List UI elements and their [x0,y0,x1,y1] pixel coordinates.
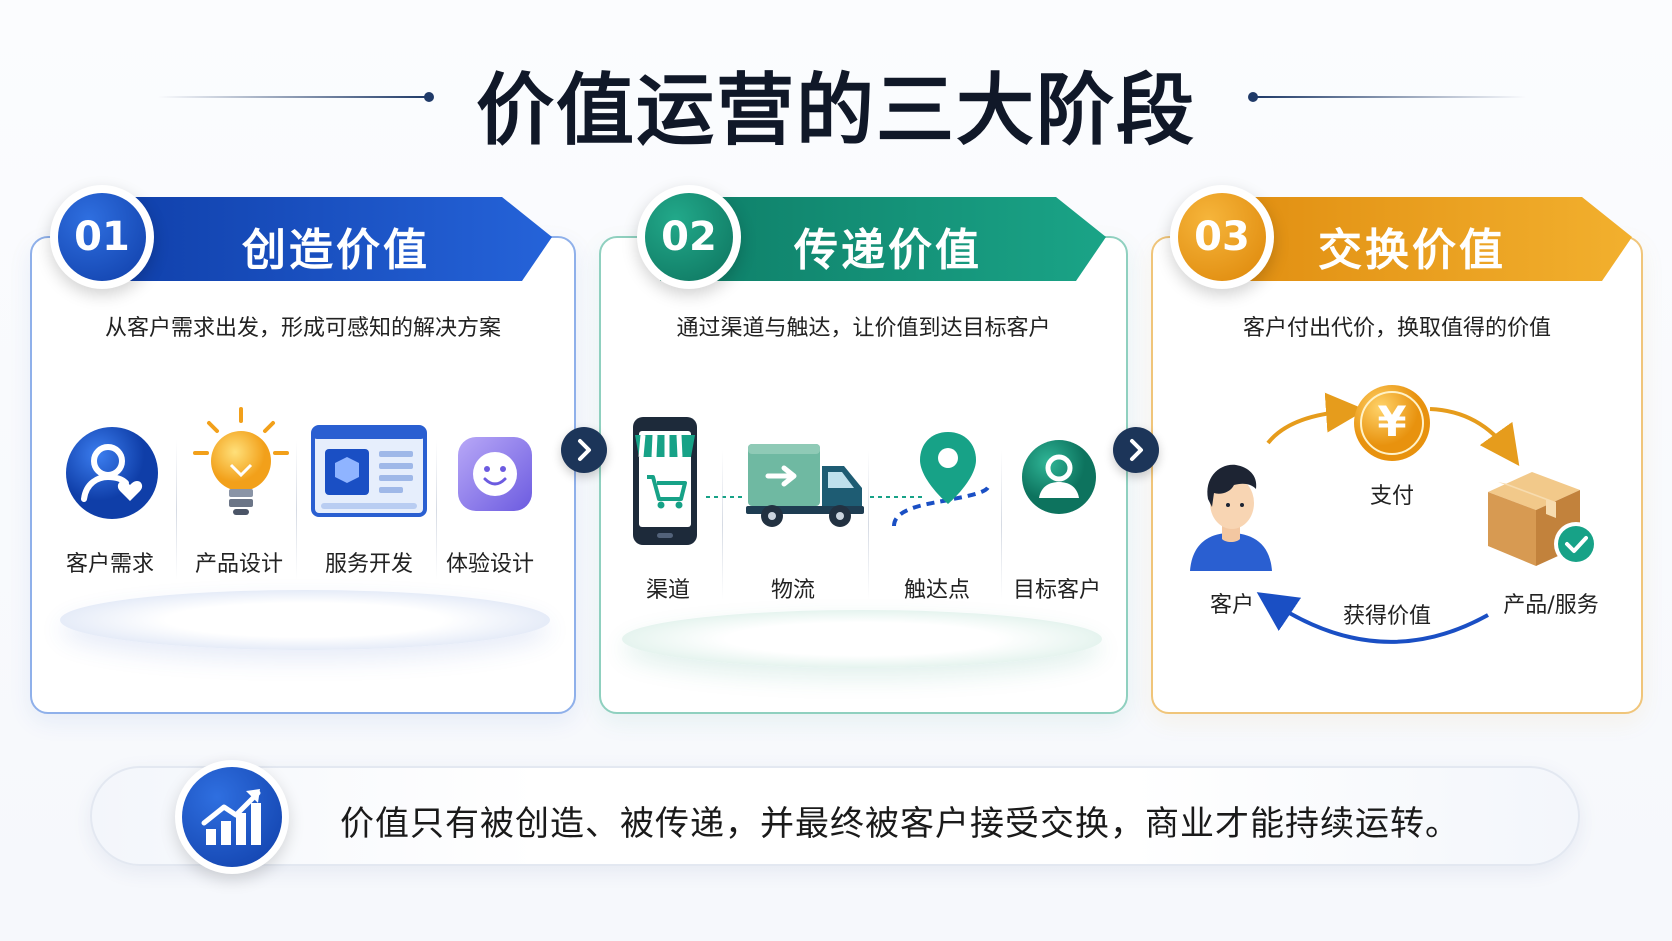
map-pin-icon [888,428,998,540]
truck-icon [746,440,868,532]
user-circle-icon [1020,438,1098,516]
next-stage-chevron-icon [1113,427,1159,473]
item-label: 物流 [770,578,815,603]
title-dot-right [1248,92,1258,102]
gain-value-label: 获得价值 [1342,604,1431,629]
lightbulb-icon [191,405,291,525]
currency-symbol: ¥ [1377,397,1407,446]
growth-chart-badge [175,760,289,874]
growth-chart-icon [201,789,261,845]
conclusion-bar [90,766,1580,866]
customer-person-icon [1186,455,1276,571]
product-service-label: 产品/服务 [1503,593,1599,618]
title-dot-left [424,92,434,102]
stage-number-badge: 01 [50,185,154,289]
divider [722,450,723,600]
display-platform [60,590,550,650]
dashed-connector [706,485,746,498]
stage-title: 传递价值 [794,225,982,276]
yen-coin-icon: ¥ [1352,383,1432,463]
stage-subtitle: 从客户需求出发，形成可感知的解决方案 [104,316,501,341]
item-label: 体验设计 [445,552,534,577]
stage-subtitle: 客户付出代价，换取值得的价值 [1242,316,1551,341]
stage-banner-deliver: 传递价值 [660,197,1106,281]
dashed-connector [870,485,926,498]
stage-number-badge: 03 [1170,185,1274,289]
stage-number-badge: 02 [637,185,741,289]
stage-banner-create: 创造价值 [92,197,552,281]
payment-label: 支付 [1369,484,1414,509]
divider [1001,450,1002,600]
title-area: 价值运营的三大阶段 [0,40,1672,156]
customer-label: 客户 [1209,593,1254,618]
title-divider-right [1256,96,1526,98]
divider [296,440,297,580]
item-label: 目标客户 [1012,578,1101,603]
conclusion-text: 价值只有被创造、被传递，并最终被客户接受交换，商业才能持续运转。 [340,804,1460,844]
item-label: 服务开发 [324,552,413,577]
stage-banner-exchange: 交换价值 [1212,197,1632,281]
user-heart-icon [64,425,160,521]
display-platform [622,610,1102,668]
item-label: 产品设计 [194,552,283,577]
divider [436,440,437,580]
next-stage-chevron-icon [561,427,607,473]
stage-title: 创造价值 [242,225,430,276]
page-title: 价值运营的三大阶段 [475,66,1196,156]
divider [176,440,177,580]
item-label: 触达点 [903,578,970,603]
exchange-cycle-diagram [1180,375,1640,665]
shop-phone-icon [627,413,703,549]
stage-title: 交换价值 [1318,225,1506,276]
stage-subtitle: 通过渠道与触达，让价值到达目标客户 [676,316,1051,341]
product-box-icon [1480,462,1600,572]
item-label: 客户需求 [65,552,154,577]
smiley-icon [456,435,534,515]
divider [868,450,869,600]
item-label: 渠道 [645,578,690,603]
title-divider-left [158,96,428,98]
dev-window-icon [311,425,427,521]
